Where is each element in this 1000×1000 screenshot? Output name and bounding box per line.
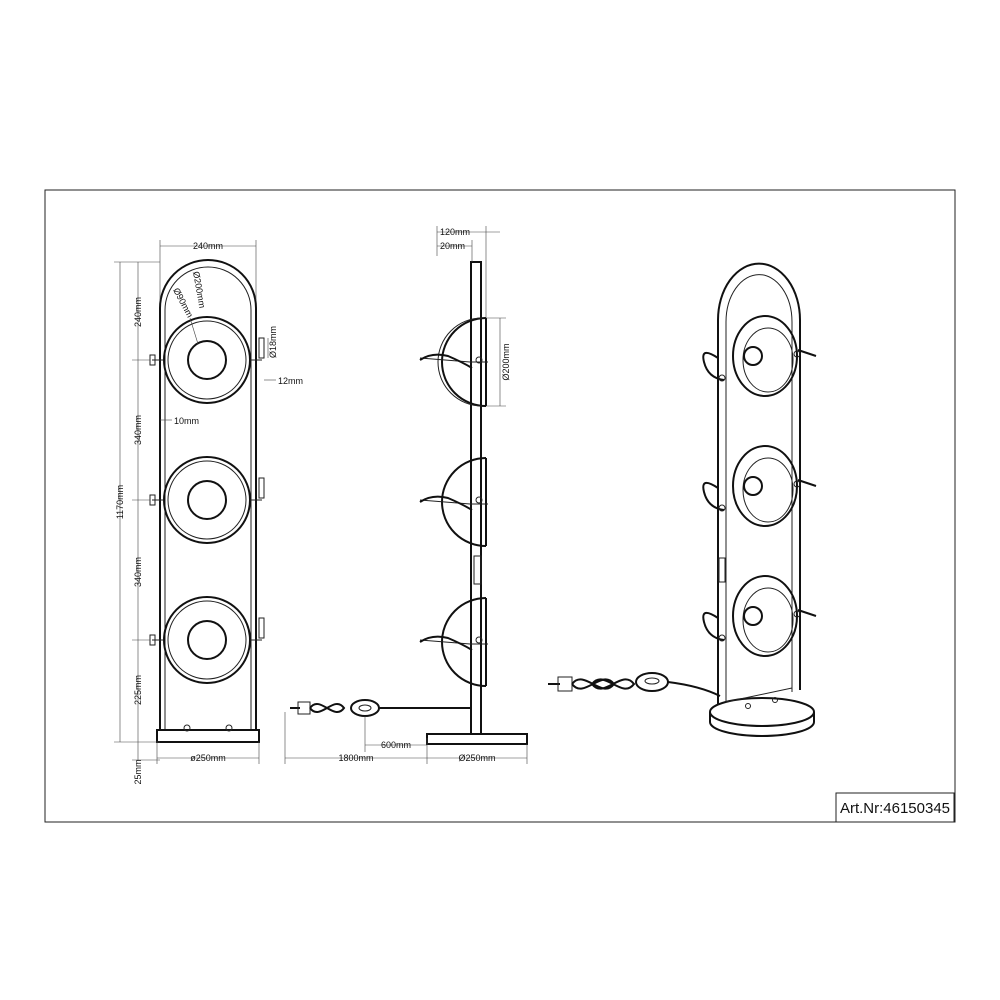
article-number: Art.Nr:46150345 (840, 800, 950, 817)
front-bottom-height-label: 225mm (133, 675, 143, 705)
side-shade-3 (419, 597, 488, 687)
front-knob-offset-label: 12mm (278, 376, 303, 386)
persp-frame-outer (717, 262, 801, 705)
persp-spot-1 (702, 315, 817, 397)
front-width-label: 240mm (193, 241, 223, 251)
front-shade-2 (149, 456, 265, 544)
front-base-height-label: 25mm (133, 759, 143, 784)
side-pole (470, 261, 482, 735)
front-frame-gap-label: 10mm (174, 416, 199, 426)
front-base-diameter-label: ø250mm (190, 753, 226, 763)
front-knob-diameter-label: Ø18mm (268, 326, 278, 358)
persp-foot-switch (635, 672, 669, 692)
side-switch (473, 555, 482, 585)
front-inner-diameter-label: Ø90mm (171, 286, 195, 319)
side-view: 120mm 20mm Ø200mm 1800mm 600mm Ø250mm (284, 226, 528, 764)
side-depth-label: 120mm (440, 227, 470, 237)
side-cable-loop (309, 702, 346, 714)
front-arch-height-label: 240mm (133, 297, 143, 327)
front-frame-outer (159, 259, 257, 730)
drawing-border (44, 189, 956, 823)
side-base (426, 733, 528, 745)
persp-switch (718, 557, 726, 583)
front-shade-1 (149, 316, 265, 404)
front-frame-inner (164, 266, 252, 730)
persp-cable (667, 681, 721, 697)
side-shade-1 (419, 317, 488, 407)
persp-plug (557, 676, 573, 692)
persp-frame-inner (725, 274, 793, 702)
persp-base-side (709, 712, 815, 737)
perspective-view (548, 262, 817, 737)
front-view: 240mm 240mm 340mm 340mm 225mm 1170mm 25m… (114, 240, 303, 785)
side-foot-switch (350, 699, 380, 717)
front-total-height-label: 1170mm (115, 485, 125, 519)
side-frame-depth-label: 20mm (440, 241, 465, 251)
side-base-diameter-label: Ø250mm (458, 753, 495, 763)
persp-base-top (709, 697, 815, 727)
persp-spot-2 (702, 445, 817, 527)
front-shade-diameter-label: Ø200mm (191, 271, 207, 309)
article-box (835, 792, 955, 823)
front-shade-3 (149, 596, 265, 684)
persp-spot-3 (702, 575, 817, 657)
front-spacing-2-label: 340mm (133, 557, 143, 587)
side-shade-2 (419, 457, 488, 547)
front-base (156, 729, 260, 743)
side-switch-distance-label: 600mm (381, 740, 411, 750)
front-spacing-1-label: 340mm (133, 415, 143, 445)
side-cable-length-label: 1800mm (338, 753, 373, 763)
side-shade-diameter-label: Ø200mm (501, 343, 511, 380)
